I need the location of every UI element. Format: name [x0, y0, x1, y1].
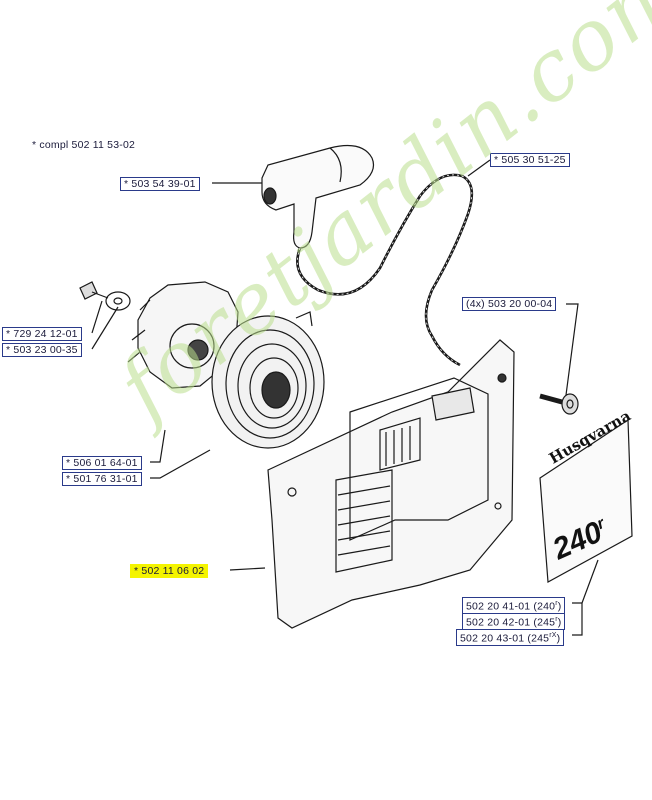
- leader-bolt: [91, 306, 119, 350]
- screw-drawing: [539, 393, 579, 415]
- decal-label-245rx: 502 20 43-01 (245rX): [456, 629, 565, 646]
- leader-cover: [229, 567, 266, 571]
- part-label-washer: * 729 24 12-01: [2, 327, 82, 341]
- part-label-pulley: * 506 01 64-01: [62, 456, 142, 470]
- starter-handle-drawing: [261, 145, 375, 249]
- part-label-cover: * 502 11 06 02: [130, 564, 209, 578]
- decal-label-245: 502 20 42-01 (245r): [462, 613, 566, 630]
- leader-spring: [150, 449, 211, 479]
- part-label-screw: (4x) 503 20 00-04: [462, 297, 557, 311]
- leader-pulley: [150, 429, 166, 463]
- washer-bolt-drawing: [79, 281, 131, 311]
- part-label-spring: * 501 76 31-01: [62, 472, 142, 486]
- leader-screw: [565, 303, 579, 396]
- part-label-cord: * 505 30 51-25: [490, 153, 570, 167]
- decal-drawing: [539, 418, 633, 583]
- leader-decal-bracket: [572, 602, 583, 636]
- leader-washer: [91, 300, 103, 334]
- leader-cord: [467, 159, 491, 177]
- starter-cord-drawing: [296, 173, 474, 367]
- starter-cover-drawing: [267, 339, 515, 629]
- part-label-handle: * 503 54 39-01: [120, 177, 200, 191]
- recoil-spring-drawing: [211, 311, 325, 449]
- part-label-compl: * compl 502 11 53-02: [32, 139, 136, 151]
- part-label-bolt: * 503 23 00-35: [2, 343, 82, 357]
- decal-label-240: 502 20 41-01 (240r): [462, 597, 566, 614]
- leader-decal: [581, 559, 599, 604]
